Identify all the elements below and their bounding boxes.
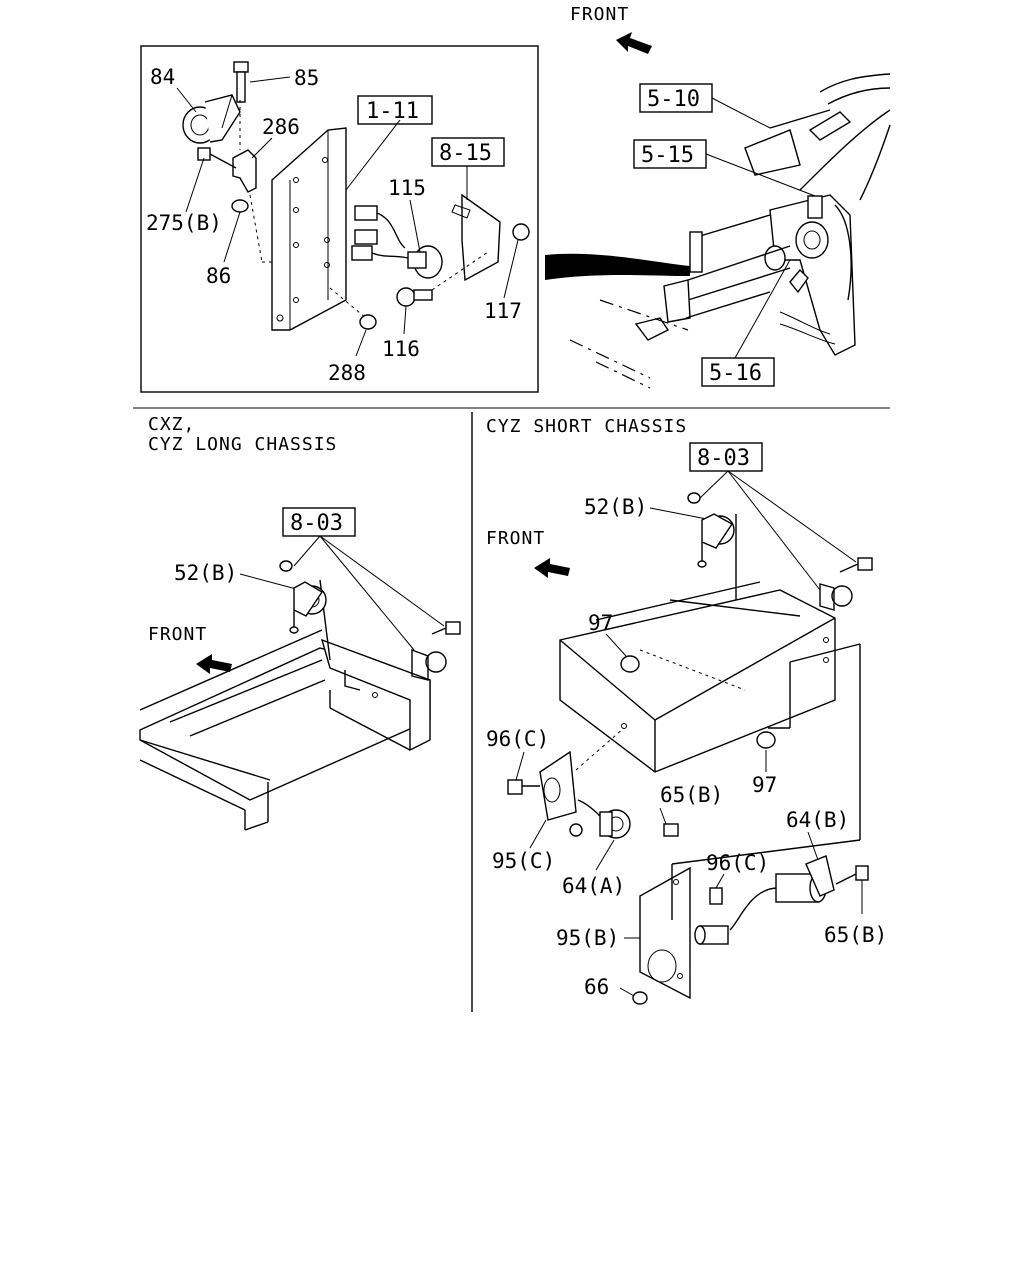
ref-box-5-16 (701, 357, 775, 387)
section-title-left-line1: CXZ, (148, 414, 195, 435)
bracket-plate (271, 127, 347, 331)
label-52b-right: 52(B) (584, 495, 647, 519)
label-86: 86 (206, 264, 231, 288)
ref-5-16-text: 5-16 (709, 361, 762, 386)
label-96c-right: 96(C) (706, 851, 769, 875)
part-86-nut (231, 199, 249, 213)
part-116-bolt (396, 287, 433, 307)
part-115-solenoid (351, 205, 443, 279)
ref-box-1-11 (357, 95, 433, 125)
part-8-15-plate (461, 193, 501, 282)
label-66: 66 (584, 975, 609, 999)
inset-frame (140, 45, 539, 393)
label-85: 85 (294, 66, 319, 90)
ref-1-11-text: 1-11 (366, 99, 419, 124)
ref-8-15-text: 8-15 (439, 141, 492, 166)
ref-box-8-03-left (282, 507, 356, 537)
label-96c-left: 96(C) (486, 727, 549, 751)
label-97-bottom: 97 (752, 773, 777, 797)
ref-5-15-text: 5-15 (641, 143, 694, 168)
frame-long-chassis (139, 560, 461, 831)
vehicle-assembly (569, 73, 891, 389)
part-286-bracket (232, 149, 257, 193)
label-52b-left: 52(B) (174, 561, 237, 585)
label-65b-right: 65(B) (824, 923, 887, 947)
front-label-top: FRONT (570, 4, 629, 25)
ref-box-8-03-right (689, 442, 763, 472)
label-95c: 95(C) (492, 849, 555, 873)
label-97-top: 97 (588, 611, 613, 635)
section-title-left-line2: CYZ LONG CHASSIS (148, 434, 337, 455)
front-label-left: FRONT (148, 624, 207, 645)
label-116: 116 (382, 337, 420, 361)
part-288-nut (359, 314, 377, 330)
label-64a: 64(A) (562, 874, 625, 898)
front-arrow-top (616, 32, 652, 54)
part-85-bolt (233, 61, 249, 103)
label-95b: 95(B) (556, 926, 619, 950)
connection-arrow (545, 253, 690, 280)
label-117: 117 (484, 299, 522, 323)
front-label-right: FRONT (486, 528, 545, 549)
frame-short-chassis (507, 492, 873, 1005)
part-84-buzzer (182, 94, 241, 144)
ref-8-03-left-text: 8-03 (290, 511, 343, 536)
label-288: 288 (328, 361, 366, 385)
section-title-right: CYZ SHORT CHASSIS (486, 416, 687, 437)
part-117-nut (512, 223, 530, 241)
ref-box-8-15 (431, 137, 505, 167)
ref-5-10-text: 5-10 (647, 87, 700, 112)
label-115: 115 (388, 176, 426, 200)
label-65b-left: 65(B) (660, 783, 723, 807)
front-arrow-right (534, 558, 570, 578)
part-275b-bolt (197, 147, 237, 169)
label-84: 84 (150, 65, 175, 89)
label-64b: 64(B) (786, 808, 849, 832)
label-275b: 275(B) (146, 211, 222, 235)
front-arrow-left (196, 654, 232, 674)
label-286: 286 (262, 115, 300, 139)
ref-8-03-right-text: 8-03 (697, 446, 750, 471)
